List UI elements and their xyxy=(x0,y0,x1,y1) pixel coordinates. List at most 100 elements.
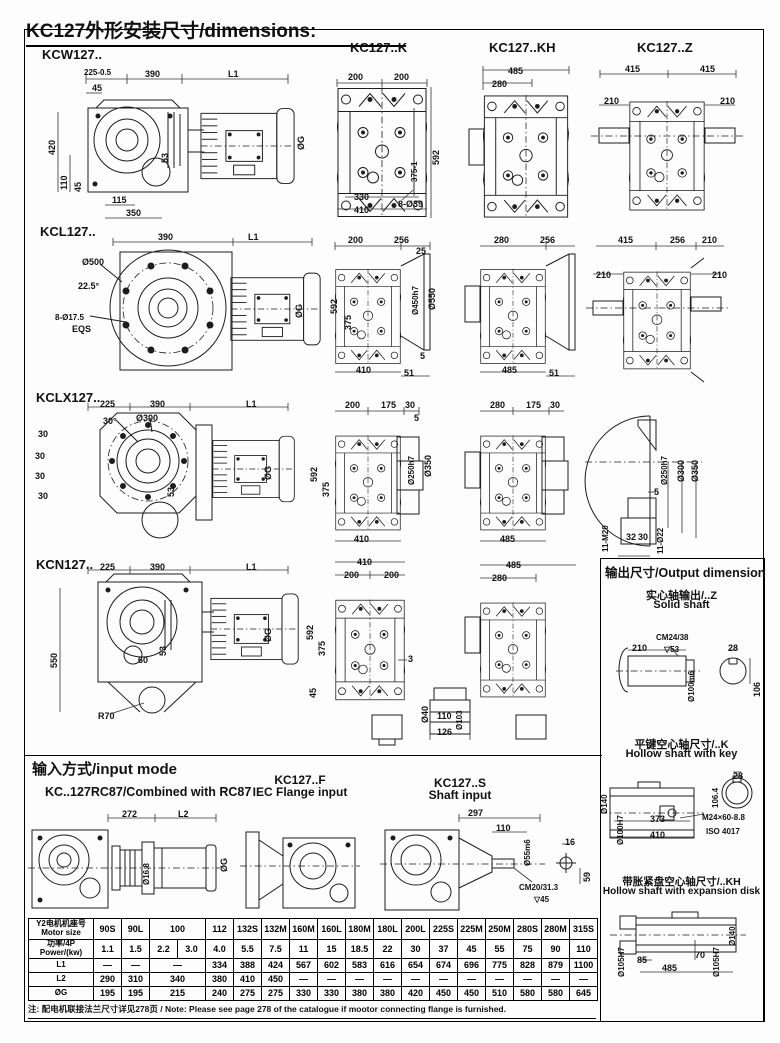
table-cell: 616 xyxy=(373,957,402,973)
table-cell: 160L xyxy=(317,918,346,940)
table-cell: 180L xyxy=(373,918,402,940)
dim-label: 30 xyxy=(35,451,46,461)
dim-label: 210 xyxy=(596,270,612,280)
table-cell: 674 xyxy=(429,957,458,973)
table-cell: 132S xyxy=(233,918,262,940)
kcl127-z-drawing xyxy=(586,242,728,383)
dim-label: 375 xyxy=(343,314,353,330)
dim-label: 25 xyxy=(416,246,427,256)
table-cell: 330 xyxy=(289,985,318,1001)
dim-label: 550 xyxy=(49,652,59,668)
dim-label: 8-Ø17.5 xyxy=(55,313,84,322)
dim-label: 5 xyxy=(414,413,420,423)
dim-label: 51 xyxy=(404,368,415,378)
variant-header-z: KC127..Z xyxy=(637,40,693,55)
dim-label: 373 xyxy=(650,814,666,824)
dim-label: 410 xyxy=(354,534,370,544)
kcn127-drawing xyxy=(59,566,299,715)
dim-label: 30 xyxy=(38,429,49,439)
dim-label: 592 xyxy=(305,624,315,640)
table-cell: — xyxy=(121,957,150,973)
table-cell: — xyxy=(93,957,122,973)
dim-label: 410 xyxy=(356,365,372,375)
solid-shaft-title-en: Solid shaft xyxy=(653,599,710,611)
dim-label: R70 xyxy=(98,711,115,721)
dim-label: ØG xyxy=(219,857,229,872)
kcn127-kh-drawing xyxy=(464,564,576,740)
dim-label: 592 xyxy=(431,149,441,165)
kc127-z-hub-detail-drawing xyxy=(584,415,702,557)
table-cell: — xyxy=(541,971,570,987)
dim-label: Ø450h7 xyxy=(411,286,420,315)
table-cell: 1.5 xyxy=(121,939,150,959)
table-cell: 410 xyxy=(233,971,262,987)
table-cell: 340 xyxy=(149,971,206,987)
row-header: L1 xyxy=(28,957,94,973)
variant-header-k: KC127..K xyxy=(350,40,408,55)
table-cell: 11 xyxy=(289,939,318,959)
table-cell: 2.2 xyxy=(149,939,178,959)
dim-label: 110 xyxy=(59,175,69,190)
dim-label: Ø16.8 xyxy=(142,863,151,885)
hollow-key-title-en: Hollow shaft with key xyxy=(625,748,738,760)
dim-label: 225 xyxy=(100,399,116,409)
dim-label: 375-1 xyxy=(410,161,419,182)
dim-label: 272 xyxy=(122,809,138,819)
table-cell: 424 xyxy=(261,957,290,973)
table-cell: 90L xyxy=(121,918,150,940)
model-label-kcn127: KCN127.. xyxy=(36,557,94,572)
dim-label: 8-Ø39 xyxy=(398,199,424,209)
table-cell: 100 xyxy=(149,918,206,940)
dim-label: 256 xyxy=(394,235,410,245)
dim-label: ØG xyxy=(294,303,304,318)
flange-input-title-en: IEC Flange input xyxy=(252,785,348,799)
dim-label: L1 xyxy=(246,399,257,409)
hollow-shaft-key-drawing xyxy=(600,771,753,839)
dim-label: 53 xyxy=(160,152,170,163)
dim-label: 280 xyxy=(490,400,506,410)
dim-label: 415 xyxy=(700,64,716,74)
table-cell: 75 xyxy=(513,939,542,959)
row-header: ØG xyxy=(28,985,94,1001)
kc127-z-drawing xyxy=(591,70,743,212)
kclx127-k-drawing xyxy=(335,407,424,542)
dim-label: 485 xyxy=(502,365,518,375)
dim-label: Ø55m6 xyxy=(523,839,532,866)
dim-label: 256 xyxy=(540,235,556,245)
table-cell: 225M xyxy=(457,918,486,940)
output-panel-title: 输出尺寸/Output dimension xyxy=(605,566,766,580)
table-cell: — xyxy=(345,971,374,987)
dim-label: ▽45 xyxy=(534,895,550,904)
dim-label: 115 xyxy=(112,195,127,205)
dim-label: 53 xyxy=(158,645,168,656)
shaft-input-drawing xyxy=(380,814,581,911)
dim-label: 126 xyxy=(437,727,453,737)
dim-label: 28 xyxy=(728,643,739,653)
hollow-key-title-cn: 平键空心轴尺寸/..K xyxy=(634,739,729,751)
dim-label: 200 xyxy=(344,570,360,580)
expansion-disk-title-cn: 带胀紧盘空心轴尺寸/..KH xyxy=(622,876,741,888)
dim-label: 110 xyxy=(496,823,511,833)
table-cell: 275 xyxy=(233,985,262,1001)
dim-label: Ø300 xyxy=(136,413,159,423)
dim-label: 390 xyxy=(145,69,161,79)
dim-label: Ø250h7 xyxy=(660,456,669,485)
dim-label: 210 xyxy=(632,643,648,653)
model-label-kcw127: KCW127.. xyxy=(42,47,102,62)
table-cell: 90S xyxy=(93,918,122,940)
dim-label: ISO 4017 xyxy=(706,827,740,836)
table-cell: 879 xyxy=(541,957,570,973)
table-cell: 567 xyxy=(289,957,318,973)
dim-label: 32 xyxy=(626,532,637,542)
table-cell: 450 xyxy=(429,985,458,1001)
dim-label: 420 xyxy=(47,139,57,155)
dim-label: 390 xyxy=(150,562,166,572)
shaft-input-title-cn: KC127..S xyxy=(433,776,487,790)
table-cell: 583 xyxy=(345,957,374,973)
table-cell: — xyxy=(373,971,402,987)
dim-label: 45 xyxy=(92,83,103,93)
kcl127-kh-drawing xyxy=(464,242,576,377)
table-cell: 1100 xyxy=(569,957,598,973)
